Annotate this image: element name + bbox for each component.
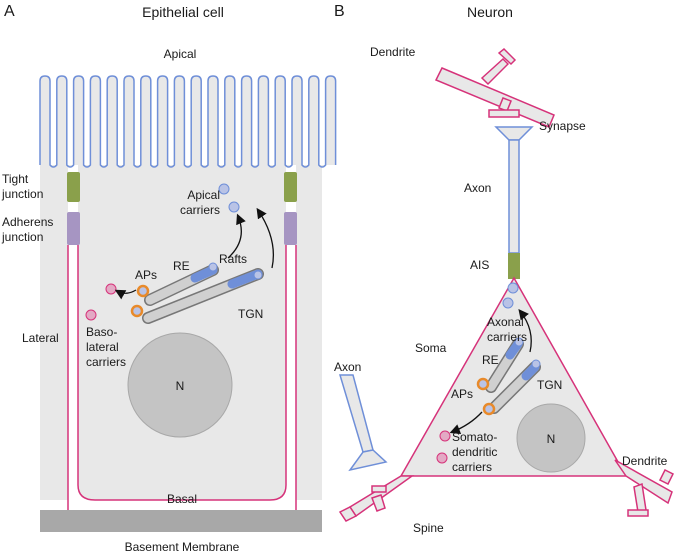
- rafts-label: Rafts: [219, 252, 247, 266]
- somatodendritic-label-3: carriers: [452, 460, 492, 474]
- panel-b-letter: B: [334, 3, 345, 20]
- axon-shaft: [494, 126, 534, 279]
- apical-carriers-label-1: Apical: [187, 188, 220, 202]
- dendrite-bottom-left: [338, 475, 415, 522]
- axonal-carrier-2: [502, 297, 514, 309]
- neuron-aps-label: APs: [451, 387, 473, 401]
- spine-label: Spine: [413, 521, 444, 535]
- adherens-junction-label-1: Adherens: [2, 215, 53, 229]
- basement-membrane: [40, 510, 322, 532]
- epithelial-re-label: RE: [173, 259, 190, 273]
- dendrite-top-label: Dendrite: [370, 45, 416, 59]
- epithelial-nucleus-label: N: [176, 379, 185, 393]
- panel-a-letter: A: [4, 3, 15, 20]
- epithelial-tgn-tubule: [142, 268, 264, 324]
- basal-label: Basal: [167, 492, 197, 506]
- basolateral-carrier-2: [85, 309, 97, 321]
- neuron-nucleus: [516, 403, 586, 473]
- basolateral-carriers-label-3: carriers: [86, 355, 126, 369]
- basolateral-carriers-label-1: Baso-: [86, 325, 117, 339]
- adherens-junction-label-2: junction: [1, 230, 43, 244]
- epithelial-cytoplasm: [78, 165, 286, 500]
- ap-ring-1: [136, 284, 150, 298]
- epithelial-re-tubule: [144, 262, 219, 306]
- axonal-carriers-label-2: carriers: [487, 330, 527, 344]
- dendrite-top: [434, 47, 555, 128]
- tight-junction-right: [284, 172, 297, 202]
- arrow-tgn-to-apical: [256, 207, 275, 269]
- neuron-re-tubule: [485, 337, 524, 393]
- apical-carriers-label-2: carriers: [180, 203, 220, 217]
- adherens-junction-left: [67, 212, 80, 245]
- arrow-re-to-apical: [227, 213, 246, 259]
- lateral-label: Lateral: [22, 331, 59, 345]
- neuron-tgn-label: TGN: [537, 378, 562, 392]
- epithelial-aps-label: APs: [135, 268, 157, 282]
- epithelial-tgn-label: TGN: [238, 307, 263, 321]
- tight-junction-label-1: Tight: [2, 172, 29, 186]
- soma-label: Soma: [415, 341, 447, 355]
- microvilli: [39, 75, 337, 168]
- neuron-re-label: RE: [482, 353, 499, 367]
- basement-membrane-label: Basement Membrane: [125, 540, 240, 554]
- dendrite-bottom-right: [614, 459, 675, 517]
- arrow-ap-to-somatodendritic: [449, 411, 483, 435]
- neuron-nucleus-label: N: [547, 432, 556, 446]
- axon-left-label: Axon: [334, 360, 361, 374]
- neuron-ap-ring-2: [482, 402, 496, 416]
- apical-carrier-1: [218, 183, 230, 195]
- axonal-carriers-label-1: Axonal: [487, 315, 524, 329]
- ais-label: AIS: [470, 258, 489, 272]
- axonal-carrier-1: [507, 282, 519, 294]
- axon-left: [338, 374, 388, 472]
- basolateral-carriers-label-2: lateral: [86, 340, 119, 354]
- dendrite-right-label: Dendrite: [622, 454, 668, 468]
- somatodendritic-carrier-1: [439, 430, 451, 442]
- tight-junction-label-2: junction: [1, 187, 43, 201]
- adherens-junction-right: [284, 212, 297, 245]
- neuron-tgn-tubule: [488, 359, 541, 414]
- left-neighbor-cytoplasm: [40, 165, 68, 500]
- basolateral-membrane: [67, 245, 297, 515]
- synapse-label: Synapse: [539, 119, 586, 133]
- arrow-ap-to-basolateral: [114, 289, 137, 300]
- panel-a-title: Epithelial cell: [142, 4, 224, 20]
- somatodendritic-label-1: Somato-: [452, 430, 497, 444]
- epithelial-nucleus: [127, 332, 233, 438]
- soma: [399, 276, 628, 477]
- somatodendritic-label-2: dendritic: [452, 445, 497, 459]
- right-neighbor-cytoplasm: [296, 165, 322, 500]
- panel-b-title: Neuron: [467, 4, 513, 20]
- arrow-re-to-axon: [518, 308, 532, 353]
- apical-carrier-2: [228, 201, 240, 213]
- ap-ring-2: [130, 304, 144, 318]
- neuron-ap-ring-1: [476, 377, 490, 391]
- basolateral-carrier-1: [105, 283, 117, 295]
- tight-junction-left: [67, 172, 80, 202]
- somatodendritic-carrier-2: [436, 452, 448, 464]
- axon-top-label: Axon: [464, 181, 491, 195]
- apical-label: Apical: [164, 47, 197, 61]
